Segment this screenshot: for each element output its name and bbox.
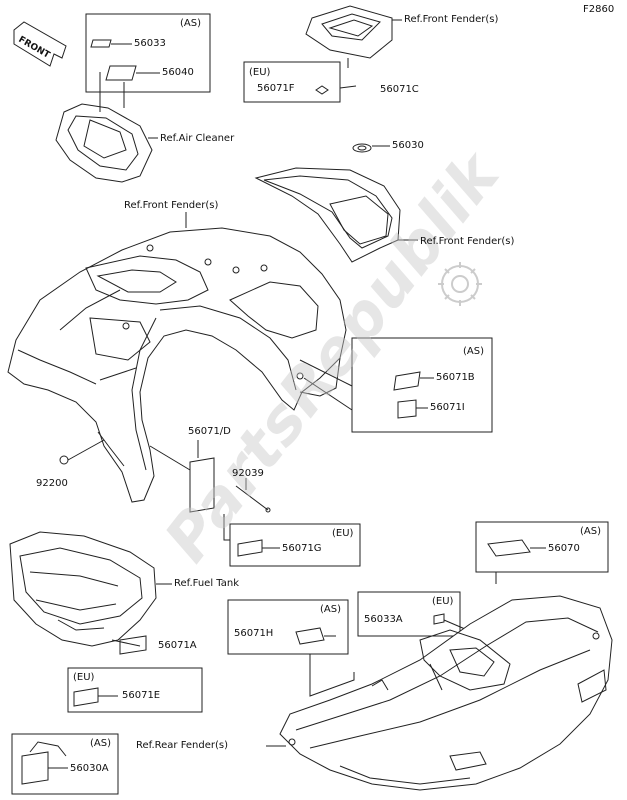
part-56071I: 56071I <box>430 402 465 413</box>
part-56071G: 56071G <box>282 543 322 554</box>
air-cleaner-part <box>55 92 158 183</box>
box-56071F <box>243 61 341 103</box>
part-56071D: 56071/D <box>188 426 231 437</box>
figure-code: F2860 <box>583 4 615 15</box>
part-56070: 56070 <box>548 543 580 554</box>
part-56071A: 56071A <box>158 640 197 651</box>
screw-92039 <box>235 478 271 513</box>
part-56071C: 56071C <box>380 84 419 95</box>
box-56030A <box>11 733 119 795</box>
front-fender-top-part <box>305 5 402 89</box>
part-56033: 56033 <box>134 38 166 49</box>
part-56071F: 56071F <box>257 83 295 94</box>
tag-eu-2: (EU) <box>332 528 354 539</box>
box-56071G <box>223 514 361 567</box>
ref-front-fender-top: Ref.Front Fender(s) <box>404 14 499 25</box>
ref-front-fender-left: Ref.Front Fender(s) <box>124 200 219 211</box>
tag-as-5: (AS) <box>90 738 111 749</box>
front-fender-main-part <box>7 227 347 503</box>
label-56071D-part <box>149 440 215 513</box>
tag-as-4: (AS) <box>320 604 341 615</box>
tag-eu-1: (EU) <box>249 67 271 78</box>
washer-56030 <box>352 143 390 153</box>
box-56070 <box>475 521 609 584</box>
rear-fender-part <box>266 595 613 791</box>
tag-as-1: (AS) <box>180 18 201 29</box>
tag-as-2: (AS) <box>463 346 484 357</box>
tag-eu-3: (EU) <box>432 596 454 607</box>
part-56040: 56040 <box>162 67 194 78</box>
box-56071B-56071I <box>299 337 493 433</box>
part-92200: 92200 <box>36 478 68 489</box>
tag-as-3: (AS) <box>580 526 601 537</box>
part-56030: 56030 <box>392 140 424 151</box>
box-56033-56040 <box>85 13 211 93</box>
ref-air-cleaner: Ref.Air Cleaner <box>160 133 235 144</box>
box-56071E <box>67 667 203 713</box>
grommet-92200 <box>59 439 105 465</box>
fuel-tank-part <box>9 531 172 647</box>
label-56071A-part <box>119 635 147 655</box>
box-56071H <box>227 599 355 697</box>
part-56033A: 56033A <box>364 614 403 625</box>
ref-fuel-tank: Ref.Fuel Tank <box>174 578 239 589</box>
part-56071E: 56071E <box>122 690 161 701</box>
part-56071B: 56071B <box>436 372 475 383</box>
front-arrow-icon <box>13 21 67 67</box>
part-56030A: 56030A <box>70 763 109 774</box>
tag-eu-4: (EU) <box>73 672 95 683</box>
front-fender-right-part <box>254 167 418 263</box>
part-92039: 92039 <box>232 468 264 479</box>
ref-front-fender-right: Ref.Front Fender(s) <box>420 236 515 247</box>
gear-logo-icon <box>438 262 482 306</box>
part-56071H: 56071H <box>234 628 274 639</box>
ref-rear-fender: Ref.Rear Fender(s) <box>136 740 229 751</box>
